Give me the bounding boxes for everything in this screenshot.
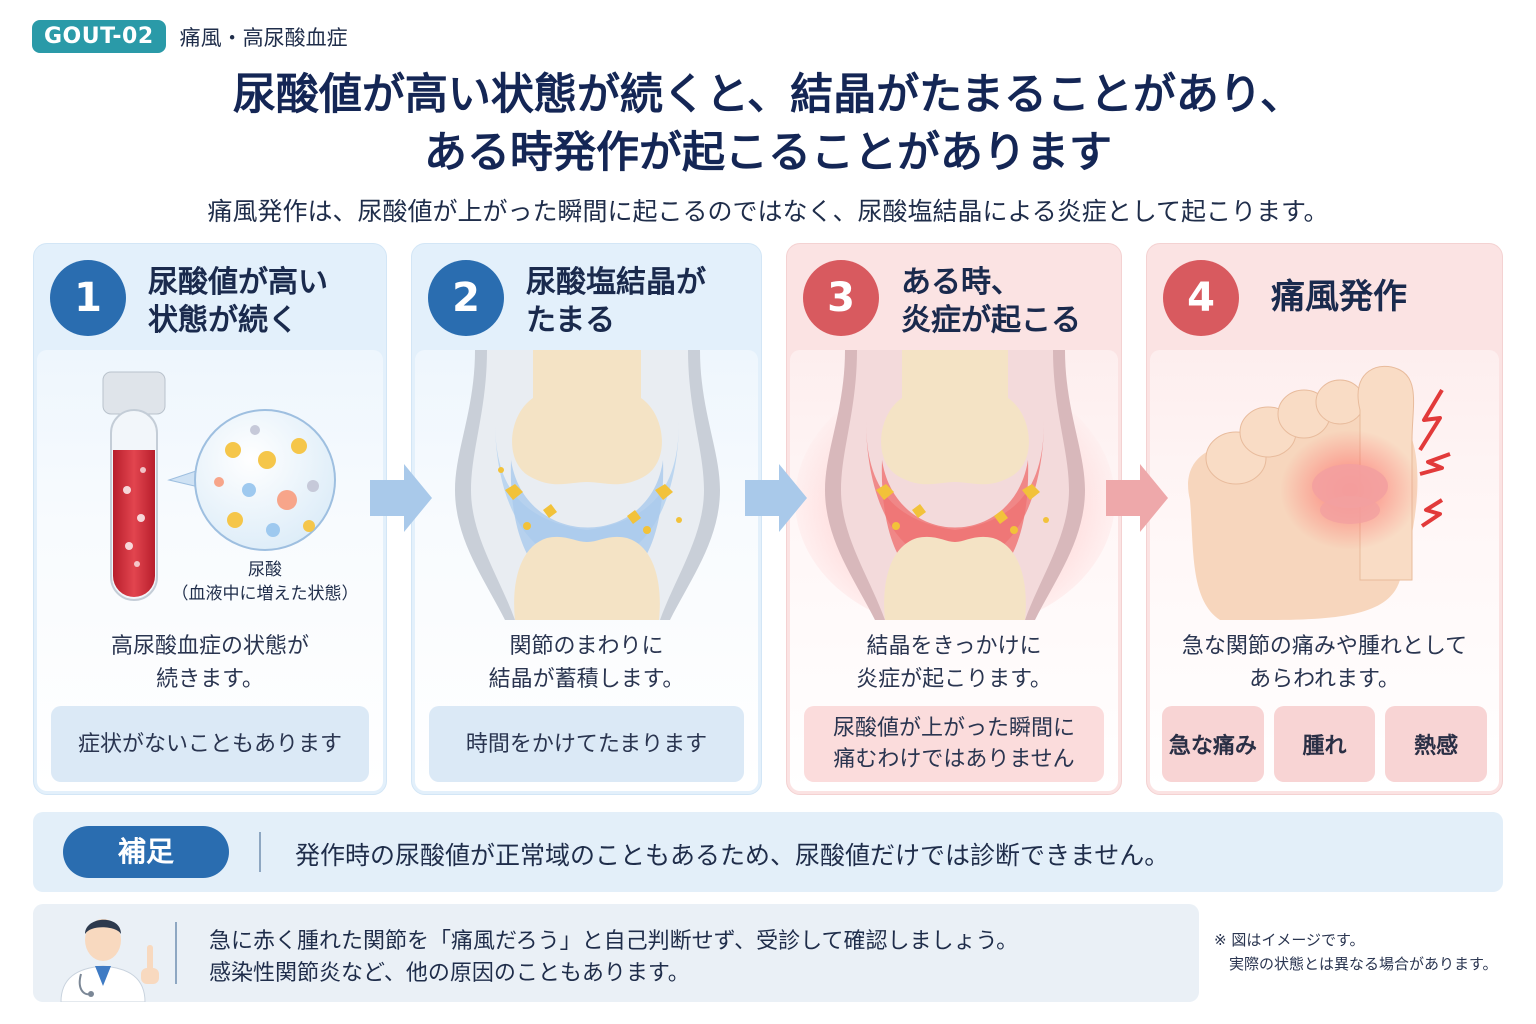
step-title-4: 痛風発作 [1271, 277, 1407, 317]
symptom-chip-swelling: 腫れ [1273, 706, 1376, 782]
step-number-1: 1 [50, 260, 126, 336]
step-card-2: 2 尿酸塩結晶が たまる 関節のまわりに 結晶が蓄積します。 時間をかけてたまり… [411, 243, 762, 795]
step-body-2: 関節のまわりに 結晶が蓄積します。 時間をかけてたまります [415, 350, 758, 791]
step-description-2: 関節のまわりに 結晶が蓄積します。 [488, 634, 685, 692]
doctor-advice-box: 急に赤く腫れた関節を「痛風だろう」と自己判断せず、受診して確認しましょう。 感染… [33, 904, 1199, 1002]
step-header-3: 3 ある時、 炎症が起こる [787, 244, 1121, 350]
step-header-2: 2 尿酸塩結晶が たまる [412, 244, 761, 350]
step-note-1: 症状がないこともあります [51, 706, 369, 782]
document-code-badge: GOUT-02 [32, 20, 166, 53]
title-line-2: ある時発作が起こることがあります [424, 128, 1112, 178]
step-card-4: 4 痛風発作 急な関節の痛みや腫れとして あらわれます。 急な痛み [1146, 243, 1503, 795]
step-note-3: 尿酸値が上がった瞬間に 痛むわけではありません [804, 706, 1104, 782]
image-disclaimer-note: ※ 図はイメージです。 実際の状態とは異なる場合があります。 [1214, 931, 1498, 973]
gout-foot-illustration [1188, 365, 1451, 620]
uric-acid-label: 尿酸 （血液中に増えた状態） [171, 560, 359, 604]
step-number-3: 3 [803, 260, 879, 336]
step-body-3: 結晶をきっかけに 炎症が起こります。 尿酸値が上がった瞬間に 痛むわけではありま… [790, 350, 1118, 791]
step-header-4: 4 痛風発作 [1147, 244, 1502, 350]
step-number-2: 2 [428, 260, 504, 336]
symptom-chips: 急な痛み 腫れ 熱感 [1162, 706, 1488, 782]
flow-arrow-3-icon [1106, 464, 1168, 532]
step-title-2: 尿酸塩結晶が たまる [526, 265, 706, 338]
flow-arrow-1-icon [370, 464, 432, 532]
step-description-1: 高尿酸血症の状態が 続きます。 [110, 634, 309, 692]
step-title-1: 尿酸値が高い 状態が続く [148, 265, 328, 338]
header-tag-row: GOUT-02 痛風・高尿酸血症 [32, 20, 348, 53]
blood-test-tube-illustration [102, 371, 336, 601]
symptom-chip-heat: 熱感 [1385, 706, 1488, 782]
joint-crystal-illustration [455, 350, 720, 620]
supplement-box: 補足 発作時の尿酸値が正常域のこともあるため、尿酸値だけでは診断できません。 [33, 812, 1503, 892]
supplement-badge: 補足 [63, 826, 229, 878]
step-title-3: ある時、 炎症が起こる [901, 265, 1081, 338]
step-description-4: 急な関節の痛みや腫れとして あらわれます。 [1181, 634, 1468, 692]
step-body-4: 急な関節の痛みや腫れとして あらわれます。 急な痛み 腫れ 熱感 [1150, 350, 1499, 791]
step-number-4: 4 [1163, 260, 1239, 336]
symptom-chip-sudden-pain: 急な痛み [1162, 706, 1264, 782]
flow-arrow-2-icon [745, 464, 807, 532]
doctor-advice-text: 急に赤く腫れた関節を「痛風だろう」と自己判断せず、受診して確認しましょう。 感染… [209, 929, 1019, 986]
step-body-1: 尿酸 （血液中に増えた状態） 高尿酸血症の状態が 続きます。 症状がないこともあ… [37, 350, 383, 791]
step-card-3: 3 ある時、 炎症が起こる 結晶をきっかけに 炎症が起こります。 [786, 243, 1122, 795]
step-note-2: 時間をかけてたまります [429, 706, 744, 782]
inflamed-joint-illustration [795, 350, 1115, 620]
title-line-1: 尿酸値が高い状態が続くと、結晶がたまることがあり、 [232, 70, 1304, 120]
category-label: 痛風・高尿酸血症 [179, 25, 348, 50]
supplement-divider [259, 832, 261, 872]
supplement-text: 発作時の尿酸値が正常域のこともあるため、尿酸値だけでは診断できません。 [295, 841, 1170, 870]
step-header-1: 1 尿酸値が高い 状態が続く [34, 244, 386, 350]
doctor-avatar-icon [60, 919, 159, 1002]
step-card-1: 1 尿酸値が高い 状態が続く [33, 243, 387, 795]
doctor-advice-divider [175, 922, 177, 984]
step-description-3: 結晶をきっかけに 炎症が起こります。 [856, 634, 1052, 692]
page-subtitle: 痛風発作は、尿酸値が上がった瞬間に起こるのではなく、尿酸塩結晶による炎症として起… [207, 197, 1329, 226]
page-title: 尿酸値が高い状態が続くと、結晶がたまることがあり、 ある時発作が起こることがあり… [0, 66, 1536, 182]
